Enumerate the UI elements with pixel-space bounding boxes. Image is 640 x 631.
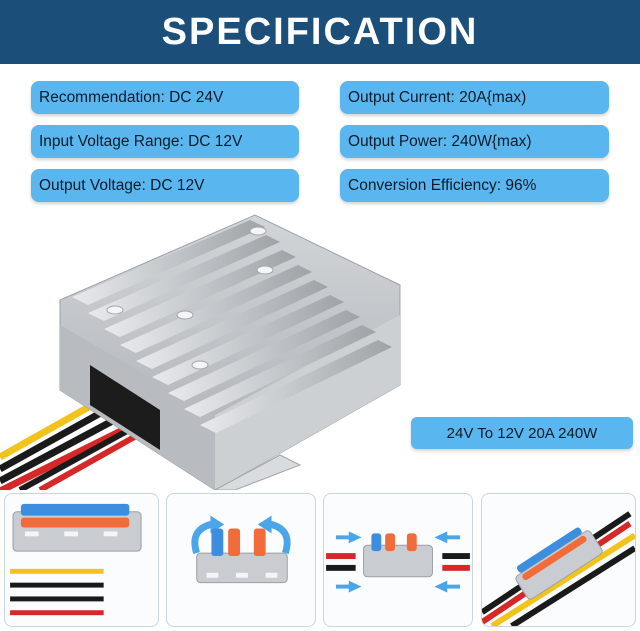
spec-input-voltage: Input Voltage Range: DC 12V <box>31 125 299 158</box>
model-badge: 24V To 12V 20A 240W <box>411 417 633 449</box>
spec-output-current: Output Current: 20A{max) <box>340 81 609 114</box>
connector-panel-wired <box>481 493 636 627</box>
connector-insert-icon <box>326 531 470 593</box>
converter-image <box>0 214 401 490</box>
header-bar: SPECIFICATION <box>0 0 640 64</box>
spec-output-power: Output Power: 240W{max) <box>340 125 609 158</box>
connector-panel-insert <box>323 493 473 627</box>
cable-gland <box>90 365 160 450</box>
spec-output-voltage: Output Voltage: DC 12V <box>31 169 299 202</box>
connector-closed-icon <box>10 503 142 616</box>
connector-panel-open <box>166 493 316 627</box>
spec-recommendation: Recommendation: DC 24V <box>31 81 299 114</box>
connector-panel-closed <box>4 493 159 627</box>
connector-open-icon <box>191 515 291 584</box>
page-title: SPECIFICATION <box>161 10 479 53</box>
connector-wired-icon <box>482 511 635 626</box>
spec-efficiency: Conversion Efficiency: 96% <box>340 169 609 202</box>
